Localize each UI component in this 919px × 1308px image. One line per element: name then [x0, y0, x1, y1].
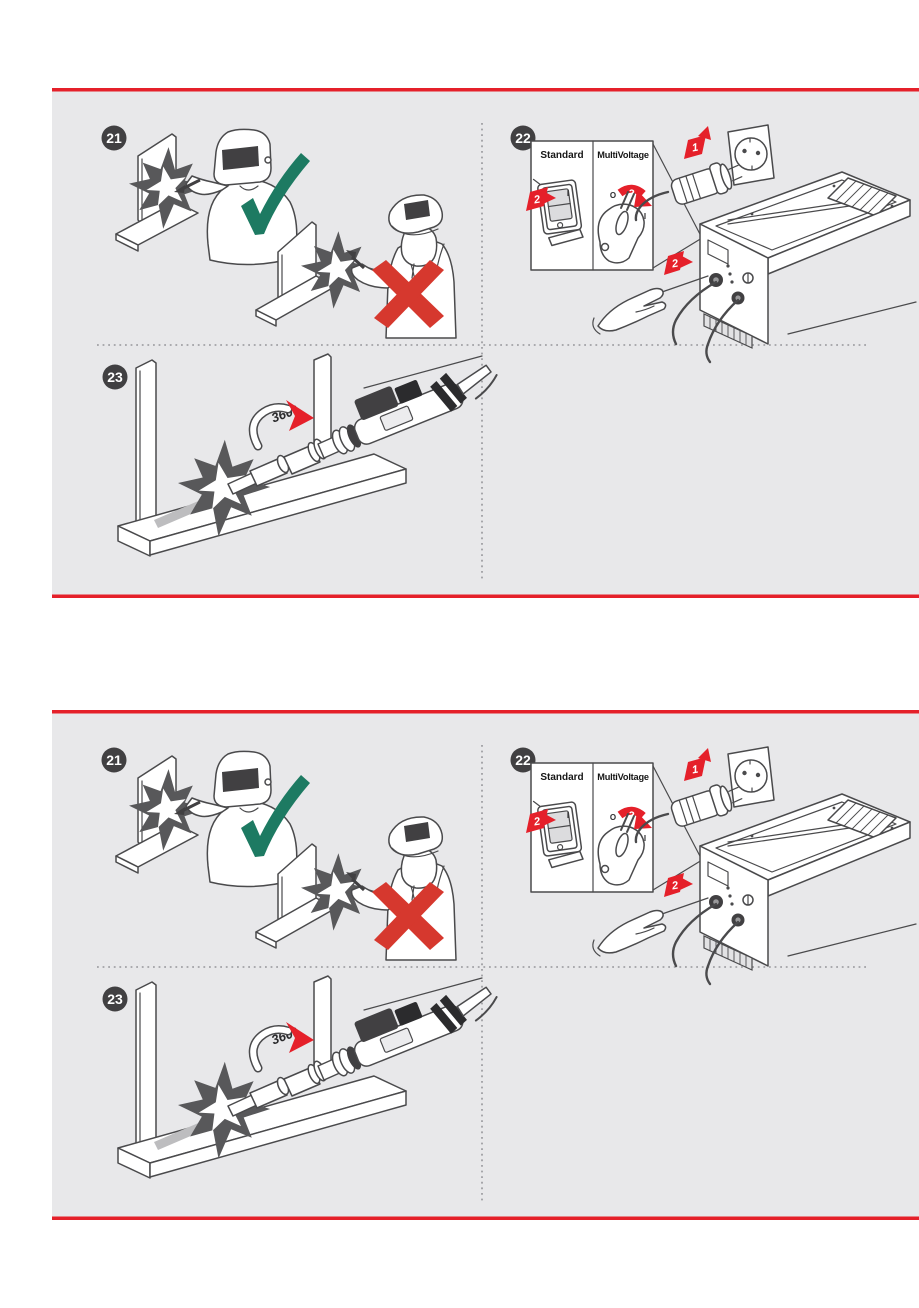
instruction-sheet-1 — [52, 88, 919, 598]
instruction-sheet-2 — [52, 710, 919, 1220]
